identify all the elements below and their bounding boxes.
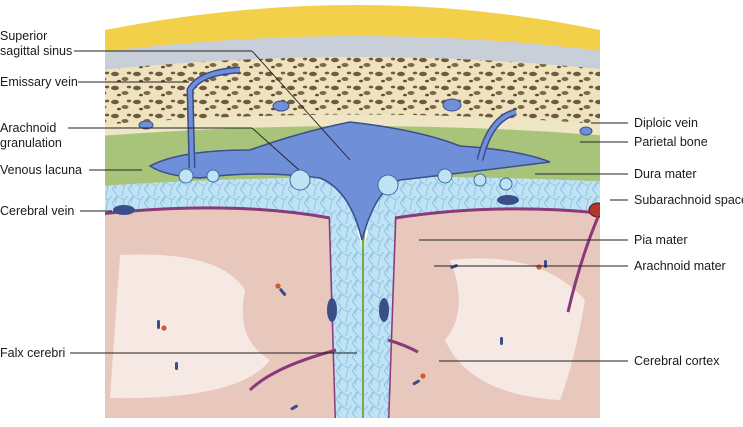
- falx-cerebri-shape: [340, 190, 388, 418]
- label-arachnoid-granulation: Arachnoid granulation: [0, 121, 62, 150]
- pia-right: [386, 207, 600, 418]
- parietal-bone-shape: [105, 57, 600, 132]
- label-dura-mater: Dura mater: [634, 167, 697, 181]
- label-pia-mater: Pia mater: [634, 233, 688, 247]
- small-vessels: [157, 260, 547, 411]
- label-arachnoid-mater: Arachnoid mater: [634, 259, 726, 273]
- leader-lines: [68, 50, 628, 362]
- label-diploic-vein: Diploic vein: [634, 116, 698, 130]
- label-emissary-vein: Emissary vein: [0, 75, 78, 89]
- label-superior-sagittal-sinus: Superior sagittal sinus: [0, 29, 73, 58]
- cross-section: [105, 5, 600, 418]
- right-white-matter: [445, 258, 585, 400]
- label-falx-cerebri: Falx cerebri: [0, 346, 66, 360]
- label-parietal-bone: Parietal bone: [634, 135, 708, 149]
- label-cerebral-cortex: Cerebral cortex: [634, 354, 720, 368]
- label-venous-lacuna: Venous lacuna: [0, 163, 83, 177]
- label-subarachnoid-space: Subarachnoid space: [634, 193, 743, 207]
- arachnoid-granulations: [178, 168, 513, 196]
- cerebral-vein-shape: [113, 205, 135, 215]
- left-white-matter: [110, 254, 270, 399]
- label-cerebral-vein: Cerebral vein: [0, 204, 75, 218]
- sagittal-sinus-shape: [148, 121, 551, 241]
